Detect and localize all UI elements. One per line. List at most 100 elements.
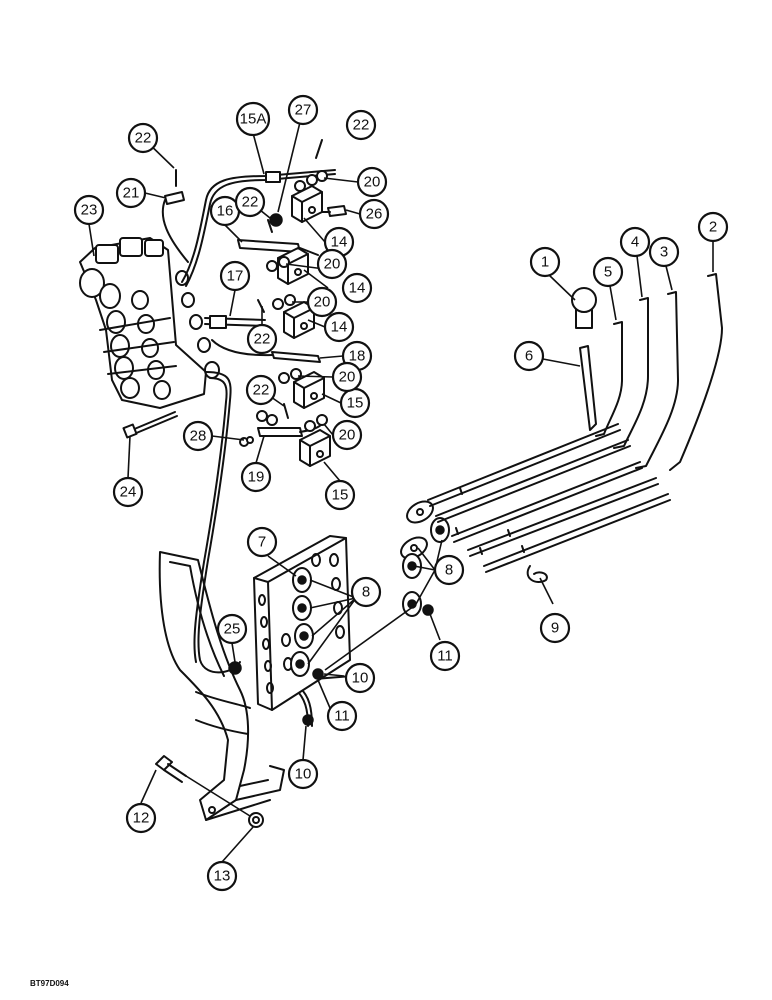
washers-28: [239, 436, 254, 447]
callout-22-e: 22: [245, 374, 277, 406]
block-14-upper: [291, 185, 323, 223]
callout-label: 11: [334, 708, 350, 725]
callout-label: 13: [214, 868, 231, 885]
callout-label: 16: [217, 203, 234, 220]
nut-13: [185, 775, 264, 828]
hydraulic-lines: [161, 169, 353, 727]
callout-11-lower: 11: [326, 700, 358, 732]
callout-5: 5: [592, 256, 624, 288]
lever-5: [595, 321, 623, 437]
callout-4: 4: [619, 226, 651, 258]
callout-label: 18: [349, 348, 366, 365]
callout-15A: 15A: [235, 101, 271, 137]
bolt-12: [155, 755, 187, 783]
callout-label: 20: [314, 294, 331, 311]
callout-6: 6: [513, 340, 545, 372]
callout-24: 24: [112, 476, 144, 508]
callout-22-c: 22: [234, 186, 266, 218]
callout-label: 27: [295, 102, 312, 119]
callout-15-upper: 15: [339, 387, 371, 419]
callout-11-upper: 11: [429, 640, 461, 672]
leader-lines: [88, 109, 714, 863]
callout-8-plate: 8: [350, 576, 382, 608]
callout-20-b: 20: [316, 248, 348, 280]
lever-2: [669, 273, 723, 471]
nut-25: [228, 661, 242, 675]
callout-label: 6: [525, 348, 533, 365]
callout-label: 8: [362, 584, 370, 601]
callout-label: 1: [541, 254, 549, 271]
pivots-8-plate: [290, 567, 314, 677]
callout-label: 2: [709, 219, 717, 236]
callout-label: 22: [242, 194, 259, 211]
fitting-21: [164, 191, 185, 205]
knob-1: [571, 287, 597, 329]
callout-25: 25: [216, 613, 248, 645]
nut-11-lower: [312, 668, 324, 680]
callout-17: 17: [219, 260, 251, 292]
callout-19: 19: [240, 461, 272, 493]
callout-label: 17: [227, 268, 244, 285]
callout-label: 20: [364, 174, 381, 191]
callout-label: 22: [353, 117, 370, 134]
callout-label: 14: [331, 234, 348, 251]
callout-label: 28: [190, 428, 207, 445]
bolt-24: [122, 411, 178, 439]
pivots-8-exploded: [400, 500, 450, 617]
bolt-26: [321, 205, 347, 217]
block-15-upper: [293, 371, 325, 409]
callout-label: 23: [81, 202, 98, 219]
callout-21: 21: [115, 177, 147, 209]
callout-26: 26: [358, 198, 390, 230]
callout-20-c: 20: [306, 286, 338, 318]
bolts-22: [257, 139, 323, 419]
callout-label: 3: [660, 244, 668, 261]
callout-label: 15A: [240, 111, 267, 128]
callout-label: 7: [258, 534, 266, 551]
callout-label: 19: [248, 469, 265, 486]
callout-20-d: 20: [331, 361, 363, 393]
mounting-bracket: [158, 551, 285, 821]
callout-14-lower: 14: [323, 311, 355, 343]
callout-label: 14: [331, 319, 348, 336]
callout-label: 21: [123, 185, 140, 202]
callout-label: 15: [347, 395, 364, 412]
callout-label: 10: [295, 766, 312, 783]
nut-11-upper: [422, 604, 434, 616]
callout-label: 25: [224, 621, 241, 638]
callout-label: 4: [631, 234, 639, 251]
callout-label: 5: [604, 264, 612, 281]
callout-14-middle: 14: [341, 272, 373, 304]
shaft-line: [324, 605, 415, 671]
callout-22-a: 22: [127, 122, 159, 154]
figure-code: BT97D094: [30, 979, 69, 988]
callout-label: 20: [324, 256, 341, 273]
callout-15-lower: 15: [324, 479, 356, 511]
callout-label: 9: [551, 620, 559, 637]
callout-9: 9: [539, 612, 571, 644]
fitting-10: [302, 714, 314, 726]
lever-shafts: [427, 423, 671, 573]
callout-label: 24: [120, 484, 137, 501]
callout-27: 27: [287, 94, 319, 126]
callout-2: 2: [697, 211, 729, 243]
callout-20-a: 20: [356, 166, 388, 198]
callout-label: 14: [349, 280, 366, 297]
callout-1: 1: [529, 246, 561, 278]
callout-22-b: 22: [345, 109, 377, 141]
callout-label: 11: [437, 648, 453, 665]
nut-27: [269, 213, 283, 227]
callout-label: 20: [339, 369, 356, 386]
callout-7: 7: [246, 526, 278, 558]
callout-12: 12: [125, 802, 157, 834]
callout-20-e: 20: [331, 419, 363, 451]
callout-label: 22: [253, 382, 270, 399]
callout-3: 3: [648, 236, 680, 268]
lever-3: [635, 291, 679, 469]
callout-label: 15: [332, 487, 349, 504]
callout-label: 12: [133, 810, 150, 827]
callout-label: 26: [366, 206, 383, 223]
callout-10-upper: 10: [344, 662, 376, 694]
callout-10-lower: 10: [287, 758, 319, 790]
